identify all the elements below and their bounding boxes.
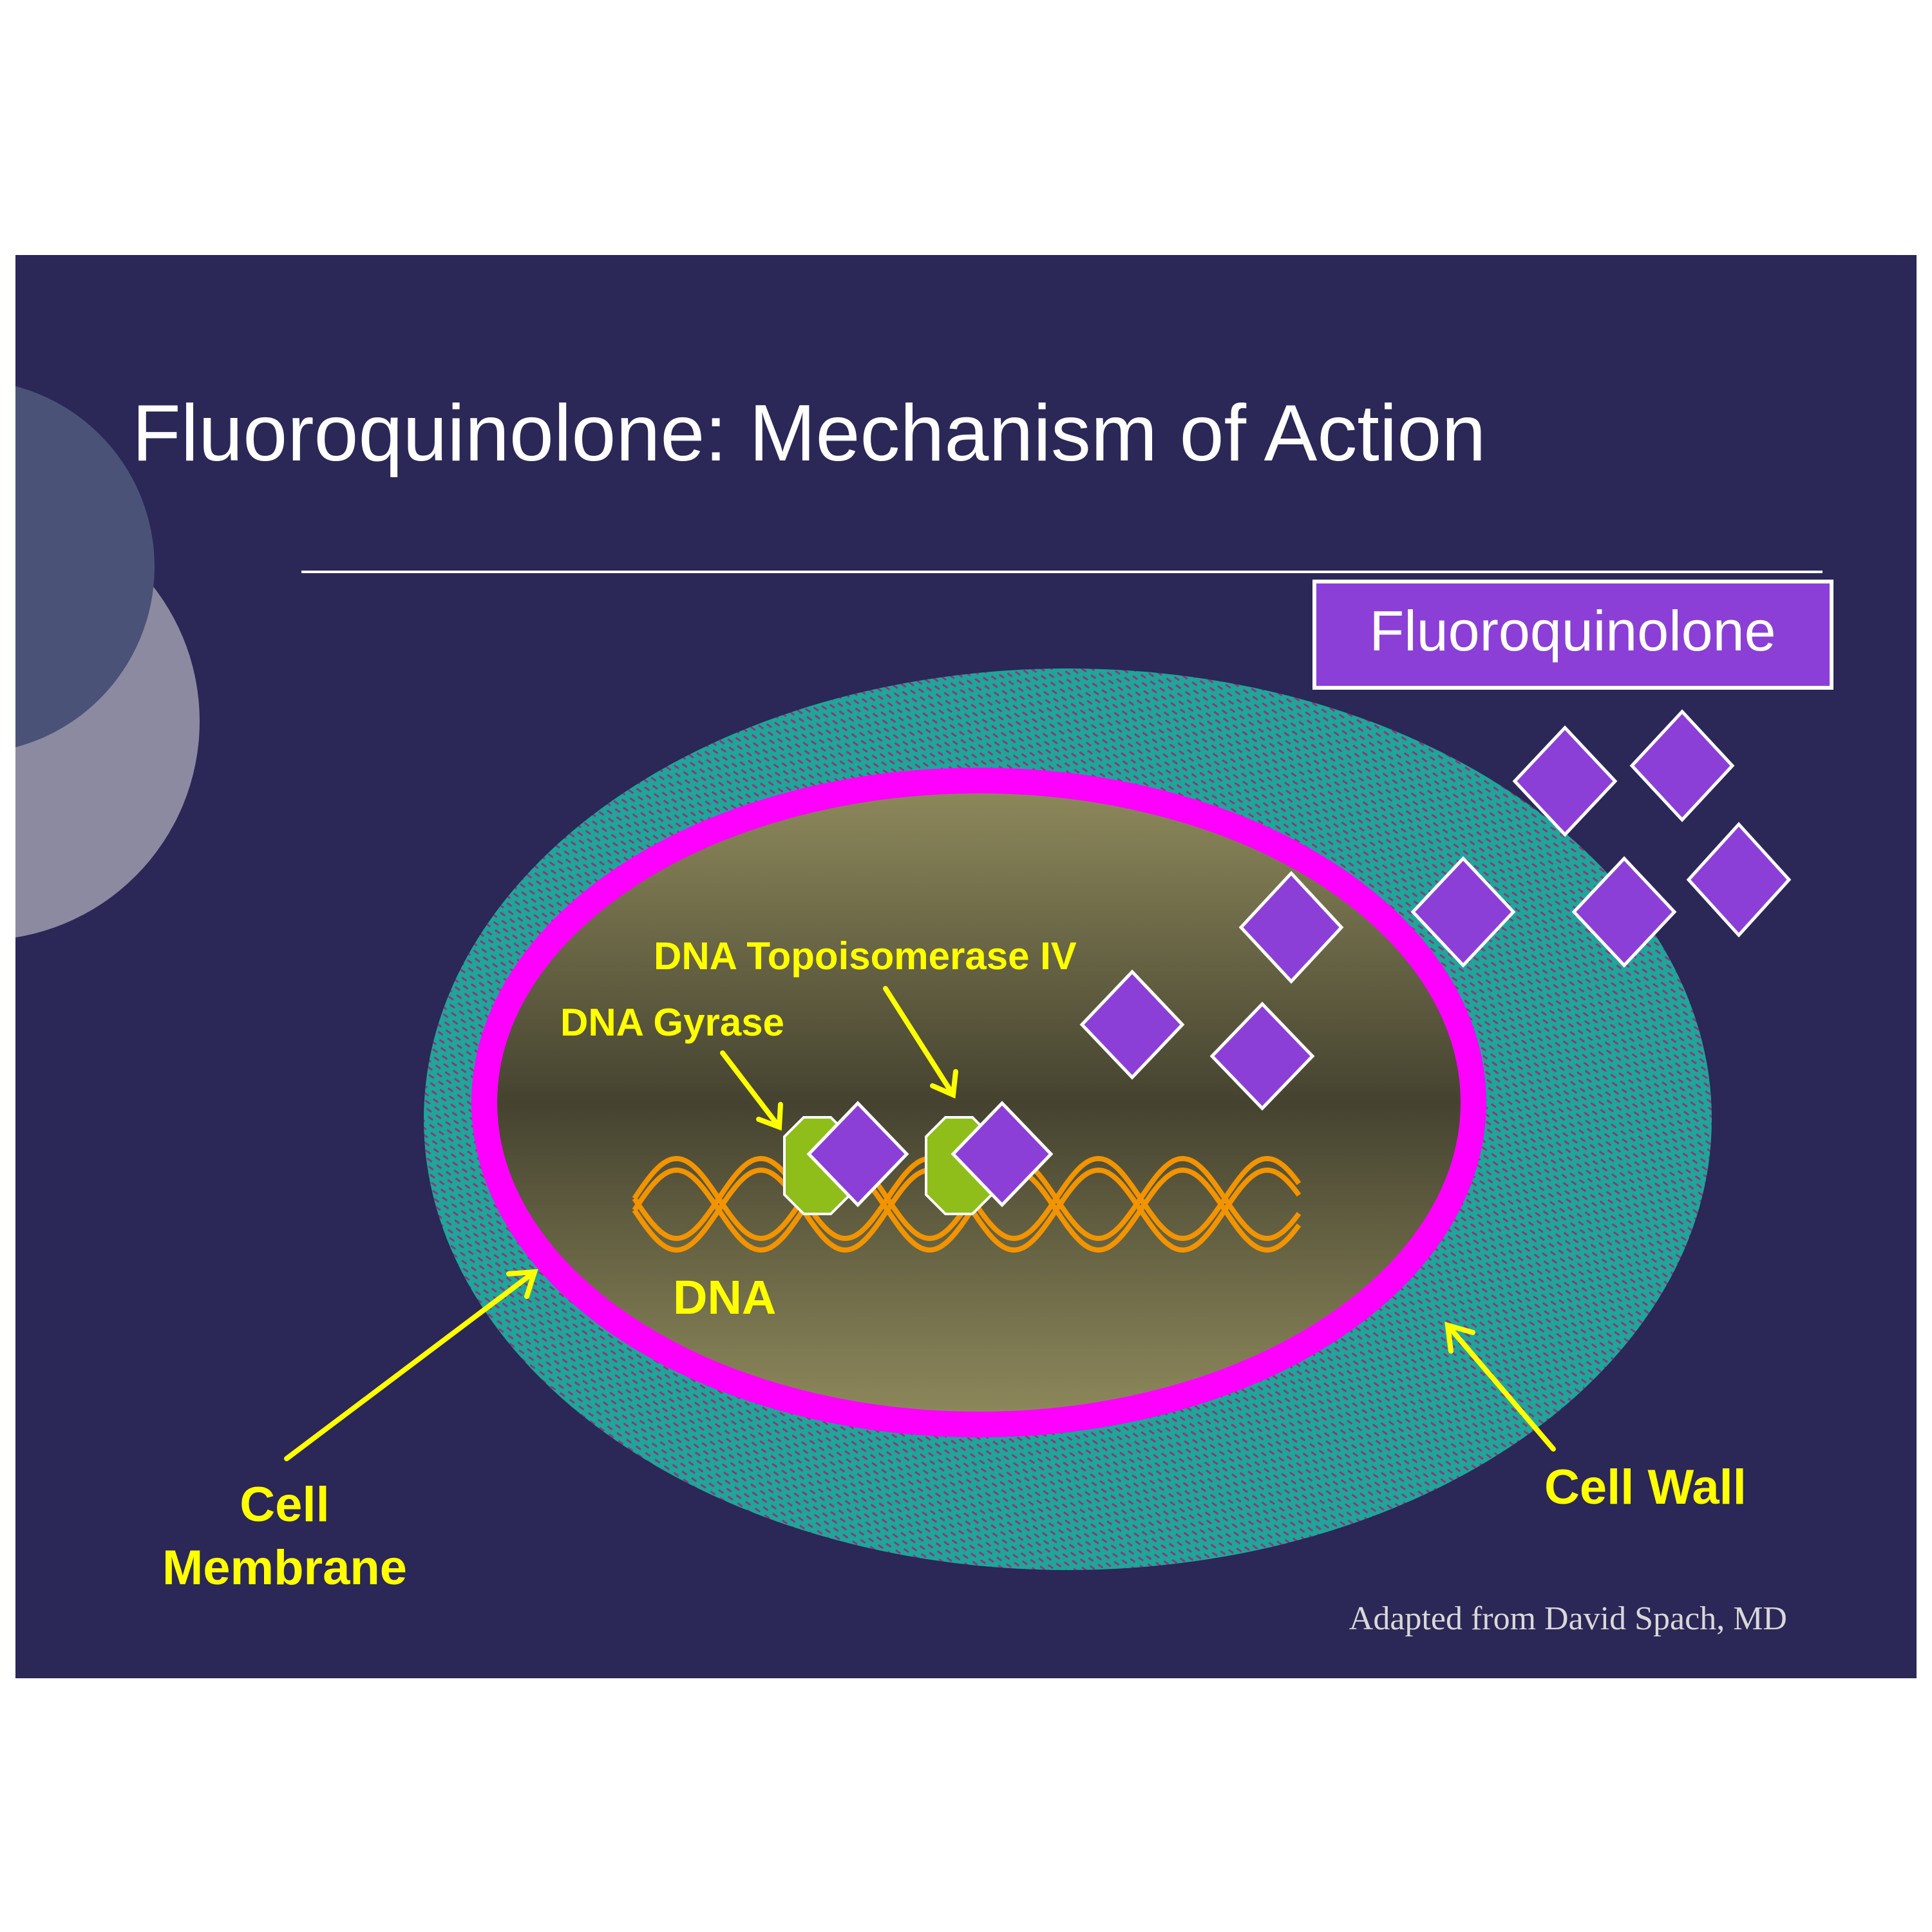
topoisomerase-arrow (883, 986, 956, 1097)
drug-molecule (1079, 969, 1185, 1080)
topoisomerase-label: DNA Topoisomerase IV (654, 934, 1077, 978)
drug-molecule (1571, 856, 1677, 968)
drug-molecules (806, 709, 1792, 1208)
drug-molecule (1238, 871, 1344, 984)
drug-molecule (1410, 856, 1516, 968)
drug-molecule (1629, 709, 1735, 822)
gyrase-label: DNA Gyrase (560, 1001, 784, 1044)
cell-membrane-label-line2: Membrane (162, 1540, 407, 1595)
drug-legend-box (1312, 580, 1833, 690)
drug-molecule (951, 1101, 1054, 1208)
gyrase-arrowhead (756, 1102, 783, 1131)
dna-label: DNA (673, 1271, 776, 1324)
drug-molecule (1512, 725, 1618, 837)
drug-molecule (1209, 1001, 1315, 1111)
cell-wall-label: Cell Wall (1544, 1460, 1747, 1515)
drug-molecule (1686, 822, 1792, 938)
credit-text: Adapted from David Spach, MD (1349, 1600, 1787, 1637)
gyrase-arrow (720, 1050, 782, 1130)
wall-arrowhead (1444, 1321, 1475, 1354)
membrane-arrowhead (506, 1269, 538, 1299)
cell-membrane-label-line1: Cell (240, 1477, 329, 1532)
cell-membrane (471, 768, 1486, 1437)
wall-arrow (1445, 1323, 1556, 1452)
drug-legend-label: Fluoroquinolone (1369, 599, 1776, 663)
membrane-arrow (284, 1269, 537, 1461)
topoisomerase-arrowhead (930, 1069, 958, 1099)
label-arrows (284, 986, 1556, 1461)
cytoplasm (484, 781, 1473, 1425)
slide-title: Fluoroquinolone: Mechanism of Action (132, 389, 1486, 478)
decorative-circle-dark (15, 386, 155, 748)
drug-molecule (806, 1101, 909, 1208)
